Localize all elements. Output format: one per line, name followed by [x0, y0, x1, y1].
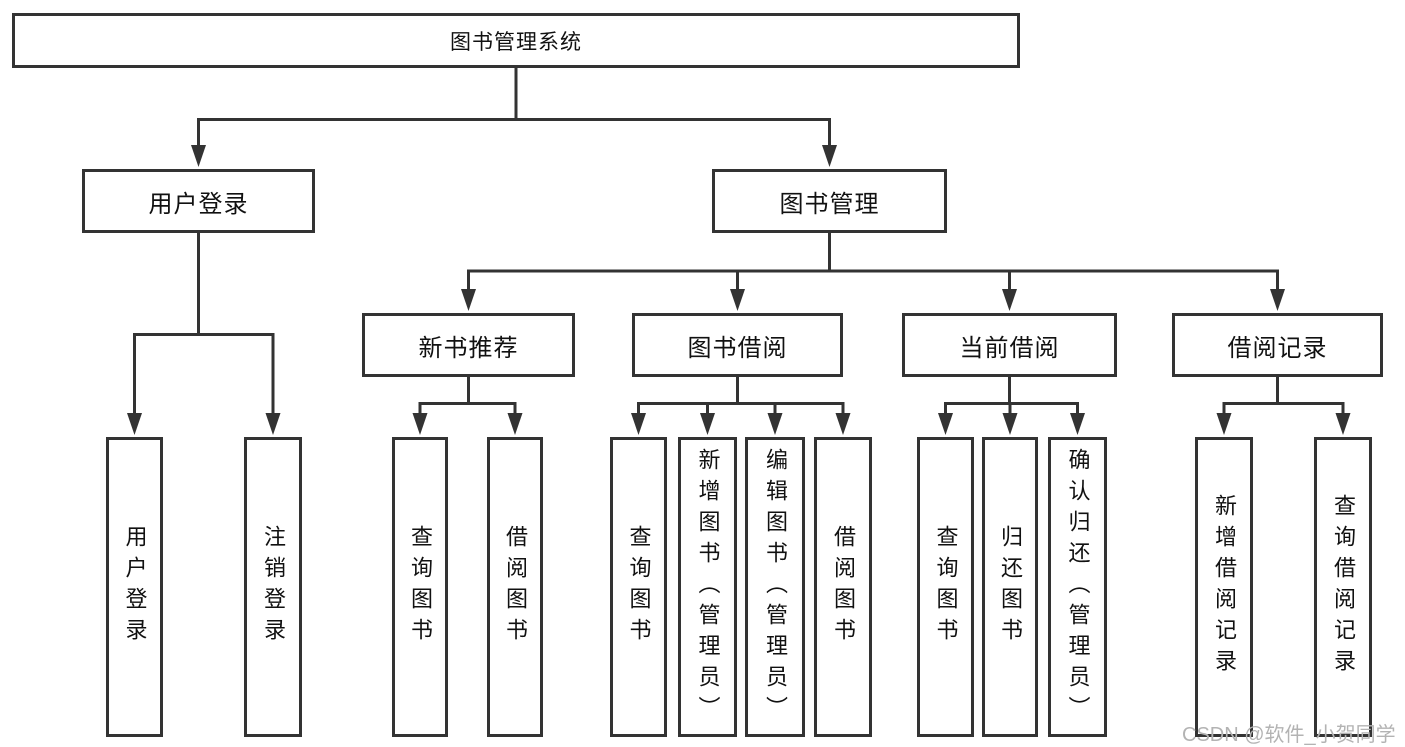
leaf-nb-query-books-label: 查询图书: [408, 525, 433, 649]
leaf-br-add-record-label: 新增借阅记录: [1212, 494, 1237, 680]
leaf-nb-borrow-books: 借阅图书: [487, 437, 543, 737]
leaf-cb-return-books-label: 归还图书: [998, 525, 1023, 649]
leaf-bb-query-books: 查询图书: [610, 437, 667, 737]
leaf-bb-borrow-books: 借阅图书: [814, 437, 872, 737]
node-branch-user-login: 用户登录: [82, 169, 315, 233]
leaf-user-login-label: 用户登录: [122, 525, 148, 649]
leaf-br-query-record: 查询借阅记录: [1314, 437, 1372, 737]
leaf-bb-edit-books-admin: 编辑图书（管理员）: [745, 437, 805, 737]
node-root-library-system: 图书管理系统: [12, 13, 1020, 68]
leaf-logout: 注销登录: [244, 437, 302, 737]
csdn-watermark: CSDN @软件_小贺同学: [1182, 724, 1396, 746]
node-group-current-borrow: 当前借阅: [902, 313, 1117, 377]
leaf-user-login: 用户登录: [106, 437, 163, 737]
node-group-book-borrow: 图书借阅: [632, 313, 843, 377]
leaf-cb-confirm-return-admin-label: 确认归还（管理员）: [1065, 447, 1091, 727]
node-group-new-book-recommend: 新书推荐: [362, 313, 575, 377]
node-branch-book-management: 图书管理: [712, 169, 947, 233]
leaf-cb-query-books-label: 查询图书: [933, 525, 959, 649]
leaf-cb-query-books: 查询图书: [917, 437, 974, 737]
leaf-cb-return-books: 归还图书: [982, 437, 1038, 737]
leaf-nb-query-books: 查询图书: [392, 437, 448, 737]
leaf-bb-add-books-admin: 新增图书（管理员）: [678, 437, 737, 737]
leaf-cb-confirm-return-admin: 确认归还（管理员）: [1048, 437, 1107, 737]
node-group-borrow-records: 借阅记录: [1172, 313, 1383, 377]
leaf-bb-borrow-books-label: 借阅图书: [831, 525, 856, 649]
leaf-br-add-record: 新增借阅记录: [1195, 437, 1253, 737]
leaf-logout-label: 注销登录: [261, 525, 286, 649]
leaf-bb-add-books-admin-label: 新增图书（管理员）: [695, 447, 721, 727]
leaf-bb-query-books-label: 查询图书: [626, 525, 652, 649]
leaf-bb-edit-books-admin-label: 编辑图书（管理员）: [763, 447, 788, 727]
leaf-nb-borrow-books-label: 借阅图书: [503, 525, 528, 649]
leaf-br-query-record-label: 查询借阅记录: [1331, 494, 1356, 680]
